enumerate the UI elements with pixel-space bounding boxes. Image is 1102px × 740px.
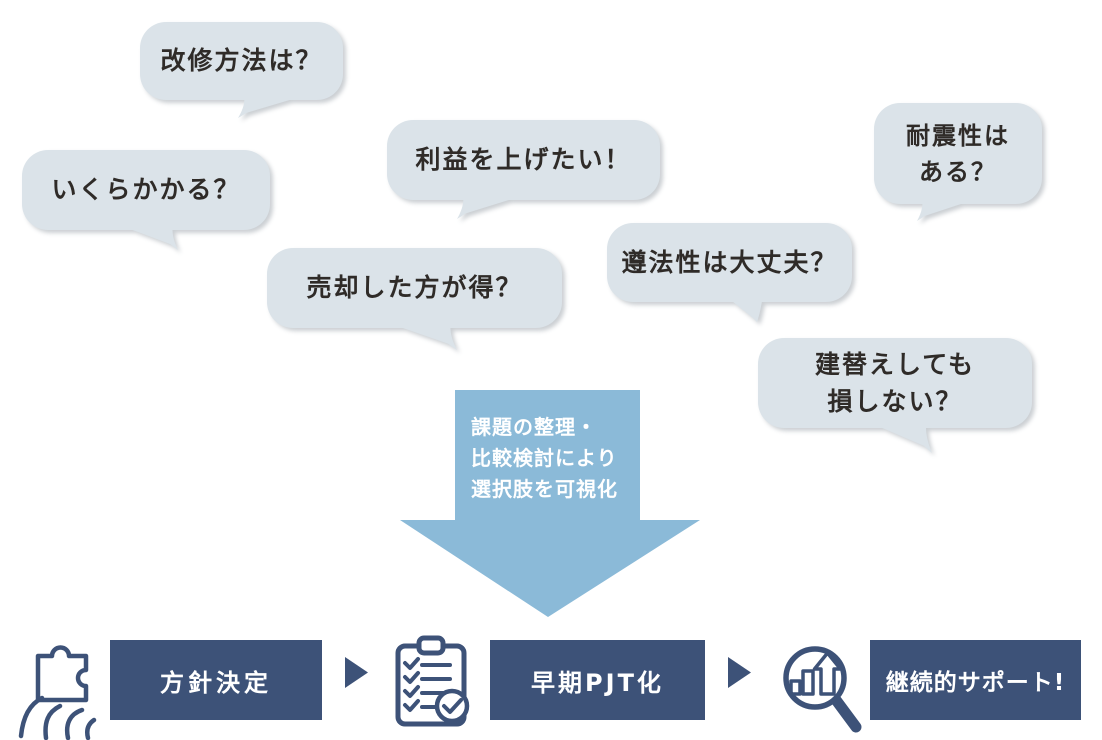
speech-bubble-text: 耐震性は ある？ <box>906 121 1010 186</box>
speech-bubble-text: 建替えしても 損しない？ <box>814 349 975 417</box>
speech-bubble-earthquake-resistance: 耐震性は ある？ <box>874 103 1042 221</box>
step-label: 方針決定 <box>160 668 272 697</box>
step-label: 早期PJT化 <box>531 668 664 697</box>
step-policy-decision: 方針決定 <box>110 640 322 720</box>
right-triangle-icon <box>728 657 751 688</box>
step-early-pjt: 早期PJT化 <box>490 640 705 720</box>
speech-bubble-tail <box>880 427 932 453</box>
speech-bubble-tail <box>917 203 964 221</box>
chart-magnifier-icon <box>783 646 862 733</box>
speech-bubble-text: 改修方法は？ <box>160 46 323 76</box>
speech-bubble-cost: いくらかかる？ <box>22 150 270 250</box>
speech-bubble-text: 売却した方が得？ <box>306 273 523 303</box>
speech-bubble-tail <box>238 99 293 118</box>
puzzle-in-hand-icon <box>18 645 97 740</box>
step-label: 継続的サポート! <box>885 670 1066 696</box>
speech-bubble-profit: 利益を上げたい！ <box>387 120 660 219</box>
down-arrow-banner <box>400 390 700 617</box>
speech-bubble-rebuild: 建替えしても 損しない？ <box>758 338 1032 453</box>
speech-bubble-tail <box>400 327 457 350</box>
speech-bubble-text: いくらかかる？ <box>51 175 241 205</box>
right-triangle-icon <box>345 657 368 688</box>
step-continuous-support: 継続的サポート! <box>870 640 1081 720</box>
speech-bubble-sell: 売却した方が得？ <box>267 248 562 350</box>
speech-bubble-tail <box>130 229 178 250</box>
speech-bubble-legality: 遵法性は大丈夫？ <box>607 223 852 322</box>
checklist-clipboard-icon <box>395 635 470 727</box>
speech-bubble-text: 利益を上げたい！ <box>415 145 632 175</box>
speech-bubble-tail <box>732 301 762 322</box>
speech-bubble-tail <box>457 199 512 219</box>
speech-bubble-text: 遵法性は大丈夫？ <box>621 247 838 277</box>
speech-bubble-renovation-method: 改修方法は？ <box>140 22 343 118</box>
down-arrow-text: 課題の整理・ 比較検討により 選択肢を可視化 <box>471 415 618 501</box>
